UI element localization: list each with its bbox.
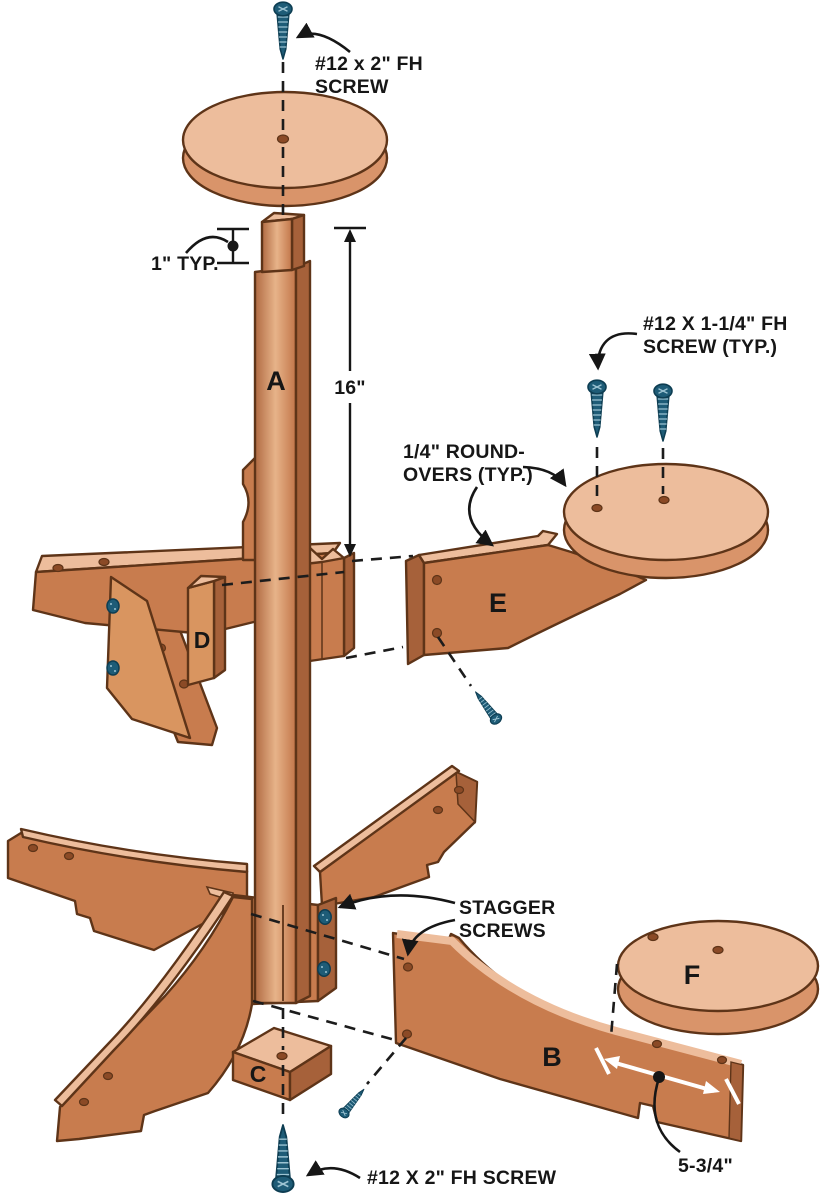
wood-screw-arm-e <box>470 687 505 727</box>
wood-screw-bottom <box>271 1124 295 1193</box>
part-label-f: F <box>684 960 701 990</box>
callout-roundovers: 1/4" ROUND- OVERS (TYP.) <box>403 441 567 547</box>
wood-screw-seat-left <box>587 379 607 438</box>
part-e-arm <box>404 529 648 666</box>
wood-screw-seat-right <box>653 383 673 442</box>
top-seat-disc <box>181 90 389 208</box>
base-leg-upper-right <box>312 764 479 908</box>
dim-16in: 16" <box>334 226 366 557</box>
leg-b-top-face <box>396 930 743 1068</box>
callout-stagger-line1: STAGGER <box>459 897 555 919</box>
part-a-post <box>253 211 312 1005</box>
dim-5-3-4: 5-3/4" <box>594 1047 741 1177</box>
dim-16in-label: 16" <box>334 377 366 399</box>
part-d-spacer-block <box>186 574 227 687</box>
part-label-a: A <box>266 366 286 396</box>
callout-roundovers-line2: OVERS (TYP.) <box>403 464 533 486</box>
wood-screw-leg-b <box>336 1085 369 1121</box>
callout-bottom-screw-label: #12 X 2" FH SCREW <box>367 1167 557 1189</box>
callout-side-screws-line2: SCREW (TYP.) <box>643 336 777 358</box>
callout-side-screws: #12 X 1-1/4" FH SCREW (TYP.) <box>588 313 787 371</box>
callout-bottom-screw: #12 X 2" FH SCREW <box>305 1160 557 1189</box>
callout-stagger-screws: STAGGER SCREWS <box>337 893 555 957</box>
part-label-d: D <box>194 627 211 653</box>
part-label-c: C <box>250 1061 267 1087</box>
dim-1in-typ: 1" TYP. <box>151 227 249 275</box>
base-stagger-screw-heads <box>317 909 332 977</box>
arm-e-seat-disc <box>562 462 770 580</box>
part-label-b: B <box>542 1042 562 1072</box>
callout-top-screw-line2: SCREW <box>315 76 389 98</box>
dim-1in-typ-label: 1" TYP. <box>151 253 219 275</box>
base-leg-upper-left <box>6 827 249 952</box>
part-f-seat-disc <box>616 919 820 1036</box>
dim-5-3-4-label: 5-3/4" <box>678 1155 733 1177</box>
callout-top-screw: #12 x 2" FH SCREW <box>295 22 423 98</box>
wood-screw-top <box>273 1 293 60</box>
half-lap-wedge <box>241 454 259 562</box>
callout-top-screw-line1: #12 x 2" FH <box>315 53 423 75</box>
callout-roundovers-line1: 1/4" ROUND- <box>403 441 525 463</box>
part-label-e: E <box>489 588 507 618</box>
callout-stagger-line2: SCREWS <box>459 920 546 942</box>
callout-side-screws-line1: #12 X 1-1/4" FH <box>643 313 787 335</box>
dashed-alignment-lines <box>221 62 665 1117</box>
gusset-plate <box>105 575 192 740</box>
